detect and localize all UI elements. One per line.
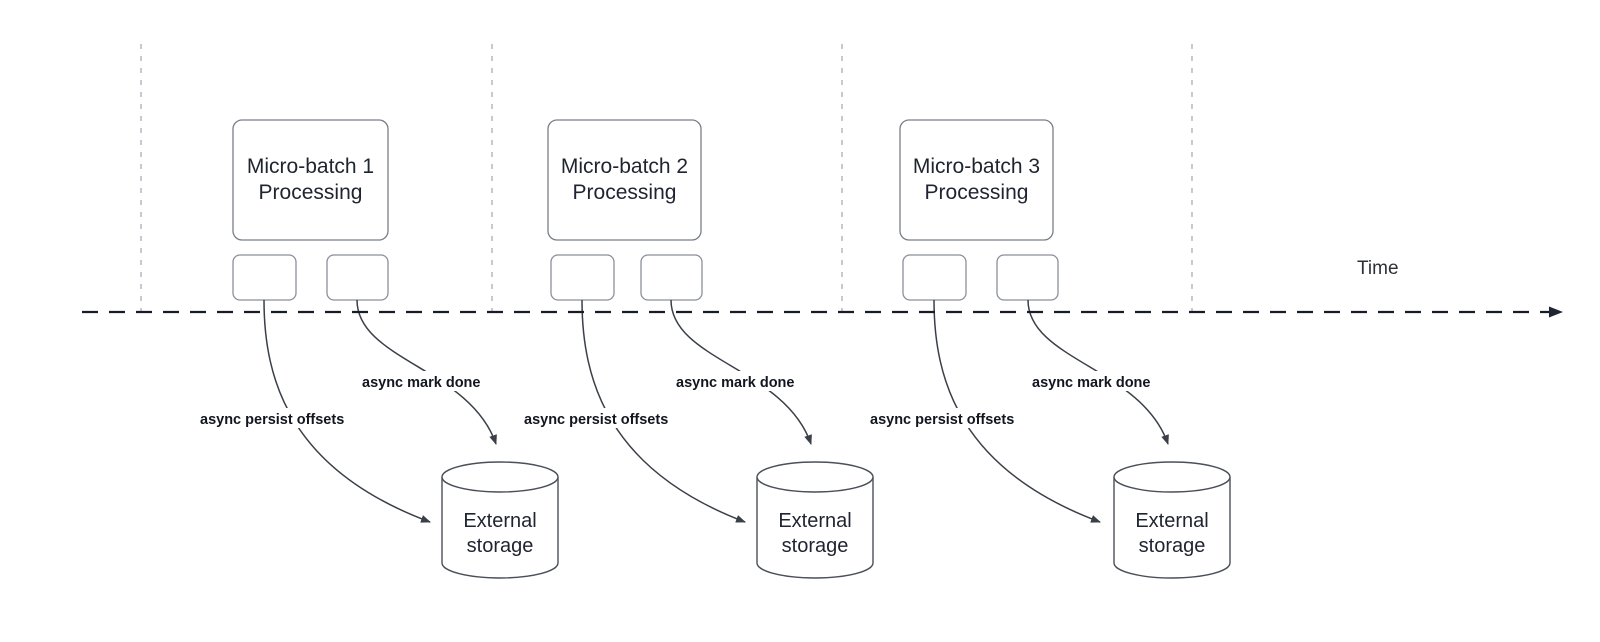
micro-batch-1-label-line1: Micro-batch 1 <box>247 155 374 178</box>
group-micro-batch-1: Micro-batch 1 Processing External storag… <box>196 119 559 579</box>
edge-label-async-mark-done-2-text: async mark done <box>676 375 794 391</box>
group-micro-batch-3: Micro-batch 3 Processing External storag… <box>866 119 1231 579</box>
edge-async-mark-done-1 <box>356 299 497 445</box>
micro-batch-3-label-line2: Processing <box>925 181 1029 204</box>
micro-batch-1-task-box-b[interactable] <box>326 254 389 301</box>
micro-batch-3-task-box-a[interactable] <box>902 254 967 301</box>
timeline-label: Time <box>1357 258 1399 279</box>
micro-batch-2-box[interactable] <box>547 119 702 241</box>
timeline-axis: Time <box>82 258 1563 318</box>
edge-async-mark-done-3 <box>1027 299 1169 445</box>
external-storage-1[interactable]: External storage <box>441 461 559 579</box>
edge-label-async-persist-offsets-3: async persist offsets <box>866 408 1044 428</box>
external-storage-2-label-line2: storage <box>782 535 849 557</box>
edge-label-async-persist-offsets-3-text: async persist offsets <box>870 412 1014 428</box>
edge-label-async-persist-offsets-1-text: async persist offsets <box>200 412 344 428</box>
edge-label-async-mark-done-1-text: async mark done <box>362 375 480 391</box>
micro-batch-1-task-box-a[interactable] <box>232 254 297 301</box>
external-storage-1-body <box>441 477 559 579</box>
micro-batch-1-box[interactable] <box>232 119 389 241</box>
edge-label-async-mark-done-3-text: async mark done <box>1032 375 1150 391</box>
micro-batch-2-label-line2: Processing <box>573 181 677 204</box>
micro-batch-2-label-line1: Micro-batch 2 <box>561 155 688 178</box>
external-storage-1-top <box>441 461 559 493</box>
edge-label-async-mark-done-2: async mark done <box>672 371 816 391</box>
group-micro-batch-2: Micro-batch 2 Processing External storag… <box>520 119 874 579</box>
external-storage-2-label-line1: External <box>778 510 851 532</box>
edge-label-async-mark-done-3: async mark done <box>1028 371 1172 391</box>
edge-label-async-persist-offsets-1: async persist offsets <box>196 408 374 428</box>
external-storage-3-body <box>1113 477 1231 579</box>
external-storage-3-label-line2: storage <box>1139 535 1206 557</box>
edge-label-async-persist-offsets-2: async persist offsets <box>520 408 698 428</box>
micro-batch-2-task-box-a[interactable] <box>550 254 615 301</box>
external-storage-3-top <box>1113 461 1231 493</box>
micro-batch-3-box[interactable] <box>899 119 1054 241</box>
external-storage-3-label-line1: External <box>1135 510 1208 532</box>
micro-batch-3-label-line1: Micro-batch 3 <box>913 155 1040 178</box>
micro-batch-2-task-box-b[interactable] <box>640 254 703 301</box>
external-storage-2-body <box>756 477 874 579</box>
external-storage-1-label-line2: storage <box>467 535 534 557</box>
tick-lines-group <box>140 44 1193 312</box>
micro-batch-3-task-box-b[interactable] <box>996 254 1059 301</box>
external-storage-2-top <box>756 461 874 493</box>
micro-batch-1-label-line2: Processing <box>259 181 363 204</box>
edge-label-async-mark-done-1: async mark done <box>358 371 502 391</box>
edge-label-async-persist-offsets-2-text: async persist offsets <box>524 412 668 428</box>
external-storage-1-label-line1: External <box>463 510 536 532</box>
external-storage-3[interactable]: External storage <box>1113 461 1231 579</box>
external-storage-2[interactable]: External storage <box>756 461 874 579</box>
edge-async-mark-done-2 <box>670 299 812 445</box>
